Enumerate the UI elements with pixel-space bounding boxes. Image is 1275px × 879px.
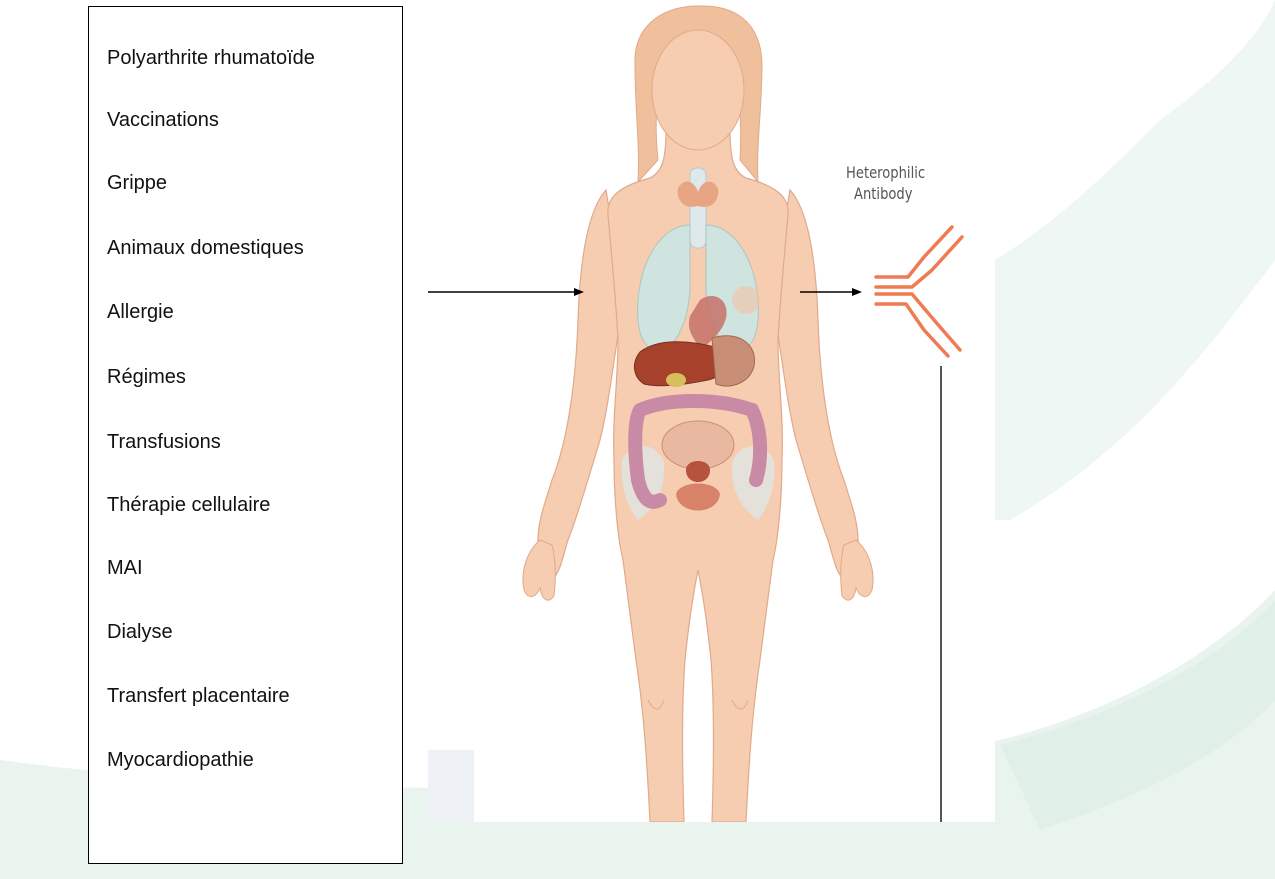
factor-item-transfusions: Transfusions: [107, 431, 221, 454]
factor-item-dialyse: Dialyse: [107, 621, 173, 644]
factor-item-transfert: Transfert placentaire: [107, 685, 290, 708]
factor-item-grippe: Grippe: [107, 172, 167, 195]
antibody-label-line2: Antibody: [854, 184, 913, 203]
factor-item-mai: MAI: [107, 557, 143, 580]
factor-item-vaccinations: Vaccinations: [107, 109, 219, 132]
factor-item-polyarthrite: Polyarthrite rhumatoïde: [107, 47, 315, 70]
factor-list-box: Polyarthrite rhumatoïde Vaccinations Gri…: [88, 6, 403, 864]
anatomy-figure: [428, 0, 995, 822]
anatomy-figure-panel: Heterophilic Antibody: [428, 0, 995, 822]
factor-item-animaux: Animaux domestiques: [107, 237, 304, 260]
factor-item-myocardiopathie: Myocardiopathie: [107, 749, 254, 772]
antibody-label-line1: Heterophilic: [846, 163, 925, 182]
factor-item-allergie: Allergie: [107, 301, 174, 324]
factor-item-regimes: Régimes: [107, 366, 186, 389]
factor-item-therapie: Thérapie cellulaire: [107, 494, 270, 517]
